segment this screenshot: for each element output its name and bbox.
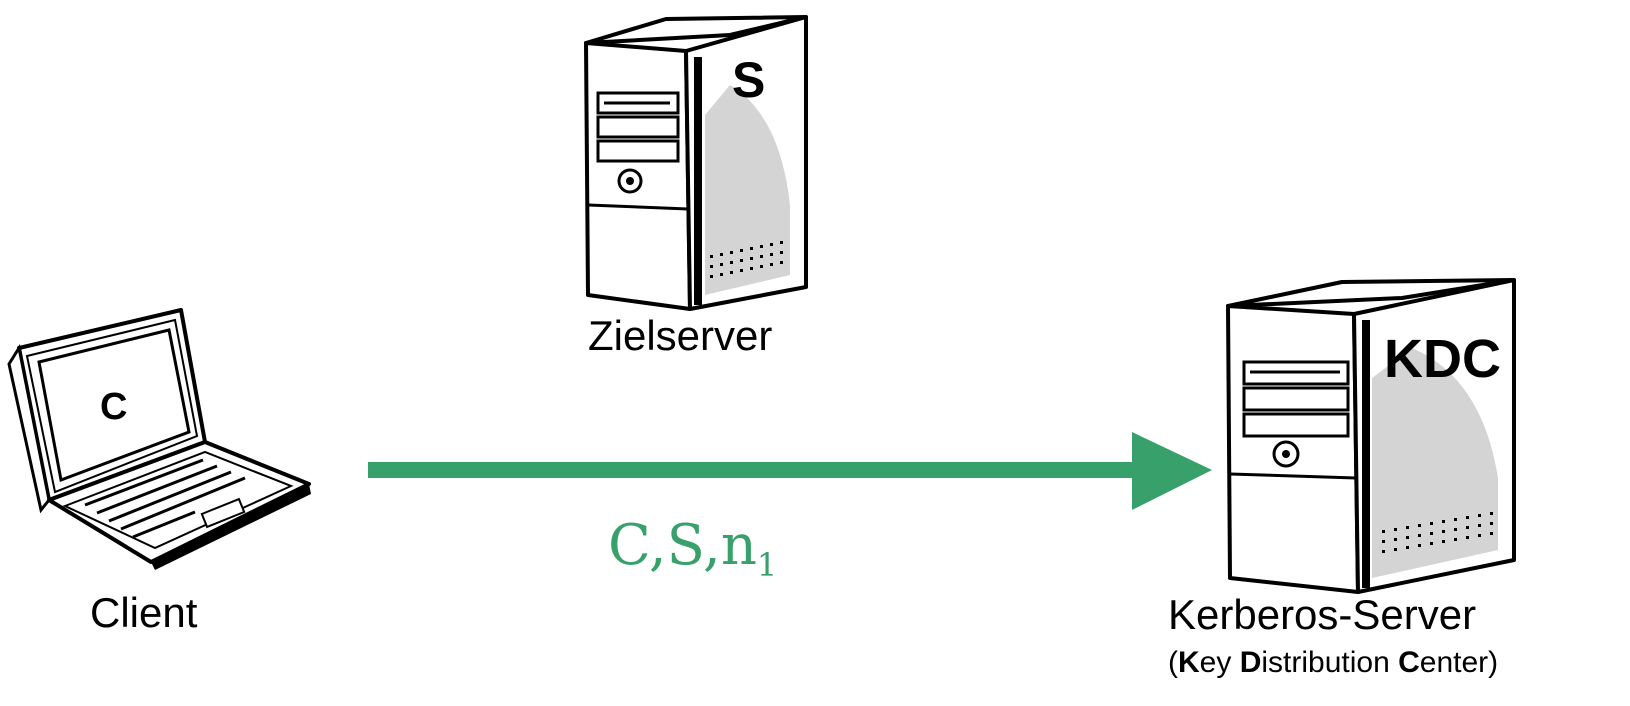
arrow-shaft [368, 462, 1148, 478]
target-server-tag: S [732, 52, 766, 108]
kdc-subtitle-c: C [1398, 646, 1420, 679]
arrow-head [1132, 432, 1212, 510]
kdc-subtitle-open: ( [1168, 646, 1178, 679]
kdc-subtitle-c-rest: enter) [1419, 646, 1499, 679]
server-tower-icon [584, 15, 808, 311]
laptop-icon [7, 308, 311, 570]
target-server [580, 5, 812, 315]
kdc-subtitle-k: K [1178, 646, 1200, 679]
client-laptop [5, 300, 317, 570]
server-tower-icon [1226, 278, 1516, 594]
request-arrow [368, 432, 1212, 510]
kdc-server [1222, 268, 1522, 598]
message-base: C,S,n [608, 513, 757, 578]
target-server-label: Zielserver [588, 312, 773, 359]
kdc-subtitle-k-rest: ey [1199, 646, 1240, 679]
client-tag: C [100, 386, 128, 428]
kdc-subtitle-d: D [1239, 646, 1262, 679]
message-label: C,S,n1 [608, 518, 778, 584]
kdc-label: Kerberos-Server [1168, 591, 1477, 638]
client-label: Client [90, 589, 198, 636]
kdc-subtitle-d-rest: istribution [1261, 646, 1399, 679]
message-subscript: 1 [756, 546, 778, 584]
kdc-tag: KDC [1384, 329, 1501, 389]
kdc-subtitle: (Key Distribution Center) [1168, 648, 1498, 678]
